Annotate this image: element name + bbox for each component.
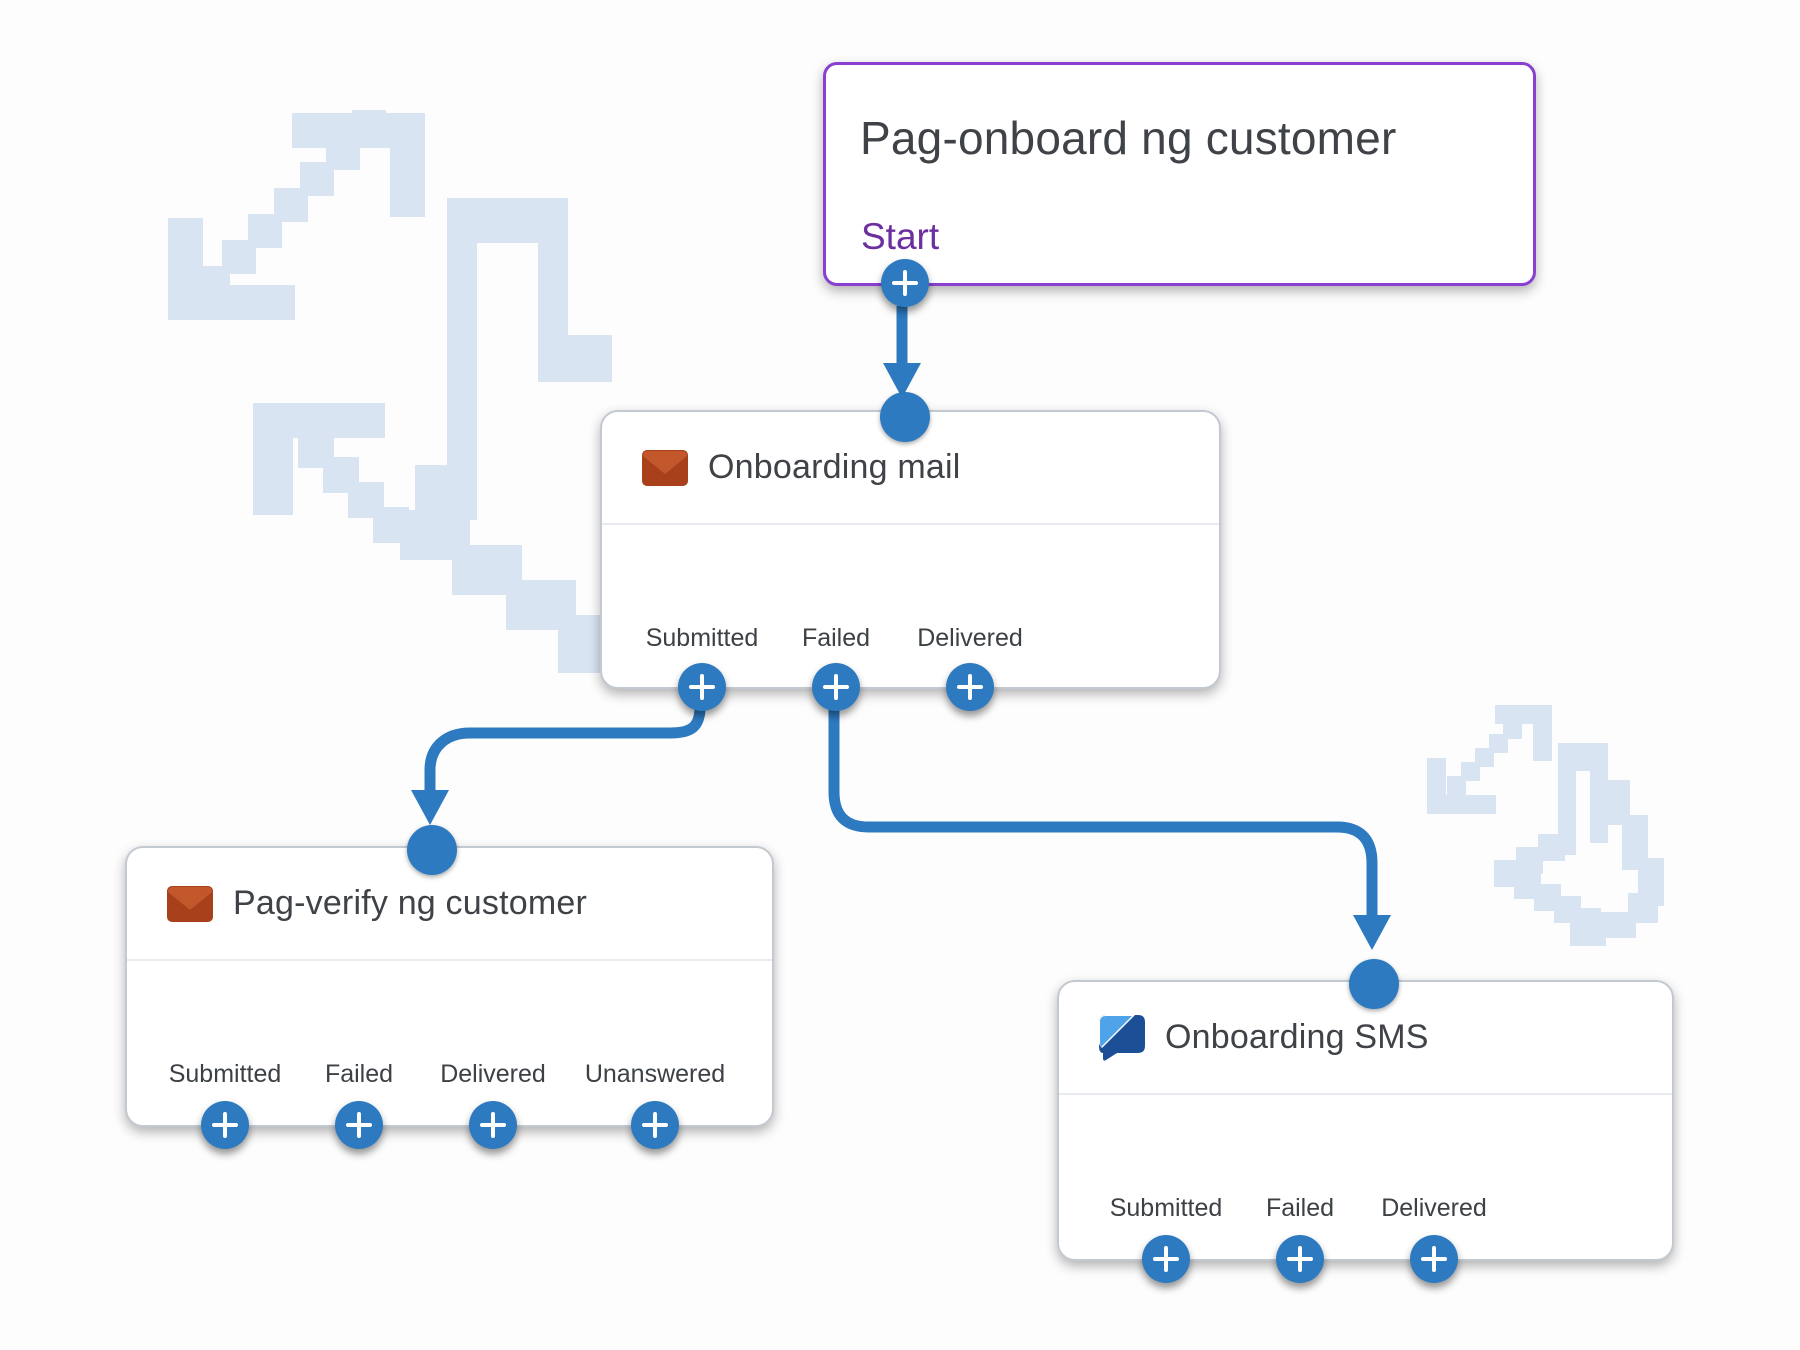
output-label-failed: Failed	[801, 624, 871, 652]
pixel-bent-arrow-icon-right	[1494, 743, 1664, 946]
add-step-button[interactable]	[201, 1101, 249, 1149]
node-header: Onboarding SMS	[1059, 982, 1672, 1093]
output-label-unanswered: Unanswered	[584, 1060, 726, 1088]
plus-icon	[834, 674, 838, 700]
plus-icon	[903, 270, 907, 296]
output-label-delivered: Delivered	[440, 1060, 546, 1088]
plus-icon	[653, 1112, 657, 1138]
node-title: Onboarding SMS	[1165, 1018, 1429, 1056]
divider	[127, 959, 772, 961]
add-step-button[interactable]	[469, 1101, 517, 1149]
plus-icon	[700, 674, 704, 700]
sms-icon	[1099, 1014, 1145, 1061]
output-label-submitted: Submitted	[1109, 1194, 1223, 1222]
add-step-button[interactable]	[1142, 1235, 1190, 1283]
node-header: Pag-verify ng customer	[127, 848, 772, 959]
plus-icon	[968, 674, 972, 700]
add-step-button[interactable]	[946, 663, 994, 711]
input-port	[407, 825, 457, 875]
node-pag-verify[interactable]: Pag-verify ng customer Submitted Failed …	[125, 825, 774, 1149]
email-icon	[642, 447, 688, 489]
add-step-button[interactable]	[1410, 1235, 1458, 1283]
output-label-failed: Failed	[1265, 1194, 1335, 1222]
divider	[602, 523, 1219, 525]
add-step-button[interactable]	[1276, 1235, 1324, 1283]
pixel-expand-arrow-icon-left	[168, 110, 425, 320]
start-status-label: Start	[861, 216, 940, 257]
add-step-button[interactable]	[812, 663, 860, 711]
output-label-failed: Failed	[324, 1060, 394, 1088]
node-start[interactable]: Pag-onboard ng customer Start	[823, 62, 1536, 307]
arrowhead-icon	[411, 790, 449, 825]
email-icon	[167, 883, 213, 925]
arrowhead-icon	[883, 363, 921, 398]
add-step-button[interactable]	[881, 259, 929, 307]
add-step-button[interactable]	[631, 1101, 679, 1149]
pixel-expand-arrow-icon-right	[1427, 705, 1552, 814]
output-label-submitted: Submitted	[645, 624, 759, 652]
node-title: Pag-onboard ng customer	[860, 112, 1397, 164]
node-title: Pag-verify ng customer	[233, 884, 587, 922]
plus-icon	[1164, 1246, 1168, 1272]
connector-mail-failed-to-sms[interactable]	[828, 707, 1378, 918]
output-label-submitted: Submitted	[168, 1060, 282, 1088]
divider	[1059, 1093, 1672, 1095]
node-onboarding-mail[interactable]: Onboarding mail Submitted Failed Deliver…	[600, 392, 1221, 711]
arrowhead-icon	[1353, 915, 1391, 950]
plus-icon	[491, 1112, 495, 1138]
node-header: Onboarding mail	[602, 412, 1219, 523]
node-onboarding-sms[interactable]: Onboarding SMS Submitted Failed Delivere…	[1057, 959, 1674, 1283]
add-step-button[interactable]	[335, 1101, 383, 1149]
node-title: Onboarding mail	[708, 448, 961, 486]
input-port	[880, 392, 930, 442]
pixel-bent-arrow-icon-left	[253, 198, 612, 673]
add-step-button[interactable]	[678, 663, 726, 711]
node-header: Pag-onboard ng customer	[826, 65, 1533, 165]
plus-icon	[223, 1112, 227, 1138]
plus-icon	[1432, 1246, 1436, 1272]
connector-mail-submitted-to-verify[interactable]	[424, 706, 706, 793]
output-label-delivered: Delivered	[917, 624, 1023, 652]
plus-icon	[357, 1112, 361, 1138]
input-port	[1349, 959, 1399, 1009]
output-label-delivered: Delivered	[1381, 1194, 1487, 1222]
plus-icon	[1298, 1246, 1302, 1272]
